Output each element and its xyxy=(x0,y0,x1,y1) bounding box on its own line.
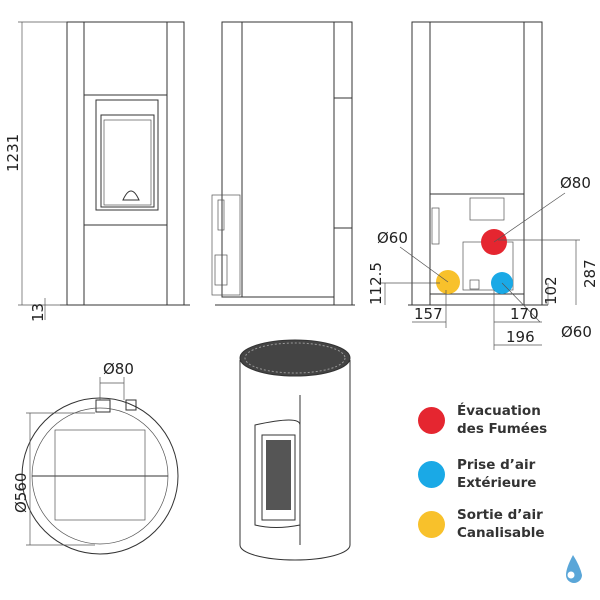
dim-width-170: 170 xyxy=(510,305,539,323)
legend-label: Canalisable xyxy=(457,525,545,541)
top-view xyxy=(21,377,179,555)
dim-height-total: 1231 xyxy=(4,134,22,172)
red-dot-icon xyxy=(418,406,445,434)
back-view xyxy=(380,21,580,350)
dim-height-112: 112.5 xyxy=(367,262,385,305)
legend-item-flue-exhaust: Évacuation des Fumées xyxy=(418,402,547,438)
legend-label: des Fumées xyxy=(457,421,548,437)
legend-label: Évacuation xyxy=(457,403,541,419)
yellow-dot-icon xyxy=(418,510,445,538)
legend-label: Sortie d’air xyxy=(457,507,543,523)
dim-back-flue: Ø80 xyxy=(560,174,591,192)
front-view xyxy=(60,21,190,306)
legend-label: Prise d’air xyxy=(457,457,536,473)
side-view xyxy=(211,21,355,306)
dim-height-287: 287 xyxy=(581,259,599,288)
dim-top-diameter: Ø560 xyxy=(12,473,30,513)
dim-top-flue: Ø80 xyxy=(103,360,134,378)
dim-back-left: Ø60 xyxy=(377,229,408,247)
perspective-view xyxy=(239,339,351,561)
height-dimension: 1231 13 xyxy=(4,21,67,322)
dim-back-right: Ø60 xyxy=(561,323,592,341)
dim-width-157: 157 xyxy=(414,305,443,323)
blue-dot-icon xyxy=(418,460,445,488)
dim-foot-height: 13 xyxy=(29,303,47,322)
legend-label: Extérieure xyxy=(457,475,537,491)
dim-width-196: 196 xyxy=(506,328,535,346)
dim-height-102: 102 xyxy=(542,276,560,305)
